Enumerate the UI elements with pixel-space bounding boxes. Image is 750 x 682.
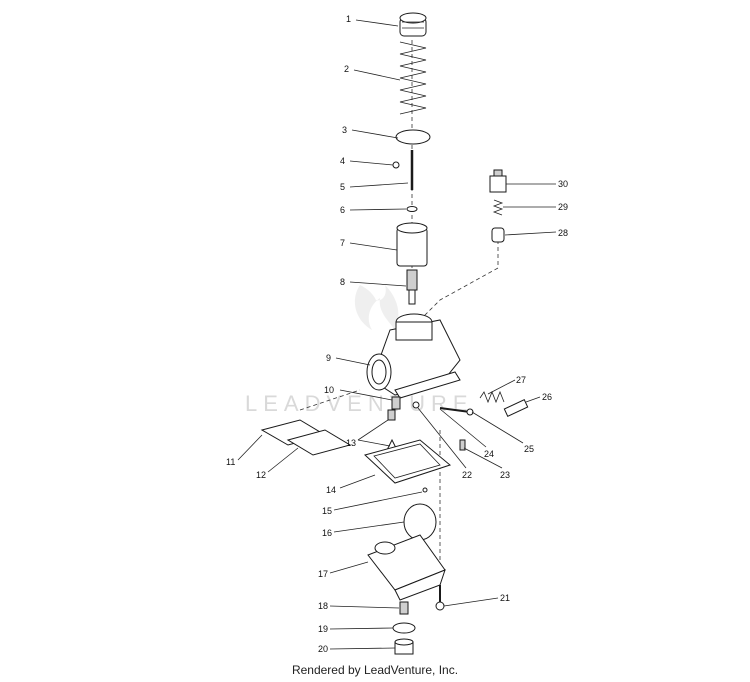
callout-4: 4 [340, 156, 345, 166]
callout-7: 7 [340, 238, 345, 248]
callout-19: 19 [318, 624, 328, 634]
part-washer-small [412, 401, 420, 409]
callout-26: 26 [542, 392, 552, 402]
part-fitting-top [489, 169, 507, 193]
callout-29: 29 [558, 202, 568, 212]
part-adjuster [479, 390, 529, 417]
callout-12: 12 [256, 470, 266, 480]
callout-11: 11 [226, 457, 235, 467]
callout-13: 13 [346, 438, 356, 448]
part-jets [386, 409, 398, 451]
callout-21: 21 [500, 593, 510, 603]
callout-25: 25 [524, 444, 534, 454]
callout-23: 23 [500, 470, 510, 480]
part-retainer-plate [395, 129, 431, 145]
callout-8: 8 [340, 277, 345, 287]
part-pin [459, 439, 466, 451]
part-fitting-bottom [491, 227, 505, 243]
callout-24: 24 [484, 449, 494, 459]
callout-5: 5 [340, 182, 345, 192]
part-clip [392, 161, 400, 169]
callout-9: 9 [326, 353, 331, 363]
watermark-logo [354, 285, 399, 330]
callout-18: 18 [318, 601, 328, 611]
callout-27: 27 [516, 375, 526, 385]
callout-30: 30 [558, 179, 568, 189]
part-cap [399, 12, 427, 37]
callout-14: 14 [326, 485, 336, 495]
callout-17: 17 [318, 569, 328, 579]
part-float-bowl [367, 534, 446, 601]
callout-3: 3 [342, 125, 347, 135]
callout-2: 2 [344, 64, 349, 74]
part-plug [394, 638, 414, 655]
callout-20: 20 [318, 644, 328, 654]
footer-credit: Rendered by LeadVenture, Inc. [291, 663, 459, 677]
part-bowl-gasket [364, 439, 452, 484]
part-sheet-lower [286, 429, 352, 456]
part-holder [406, 269, 418, 305]
part-spring-small [492, 199, 504, 216]
part-carb-body [366, 313, 461, 399]
part-screw [422, 487, 428, 493]
part-throttle-slide [396, 222, 428, 267]
callout-6: 6 [340, 205, 345, 215]
callout-28: 28 [558, 228, 568, 238]
callout-15: 15 [322, 506, 332, 516]
part-rod [435, 585, 445, 611]
part-drain [399, 601, 409, 615]
part-spring [399, 41, 427, 115]
callout-1: 1 [346, 14, 351, 24]
watermark-text: LEADVENTURE [245, 391, 474, 416]
part-o-ring [392, 622, 416, 634]
part-washer [406, 206, 418, 212]
part-cap-small [466, 408, 474, 416]
part-screw-long [439, 407, 471, 413]
callout-10: 10 [324, 385, 334, 395]
callout-22: 22 [462, 470, 472, 480]
part-pilot-jet [391, 396, 401, 410]
callout-16: 16 [322, 528, 332, 538]
